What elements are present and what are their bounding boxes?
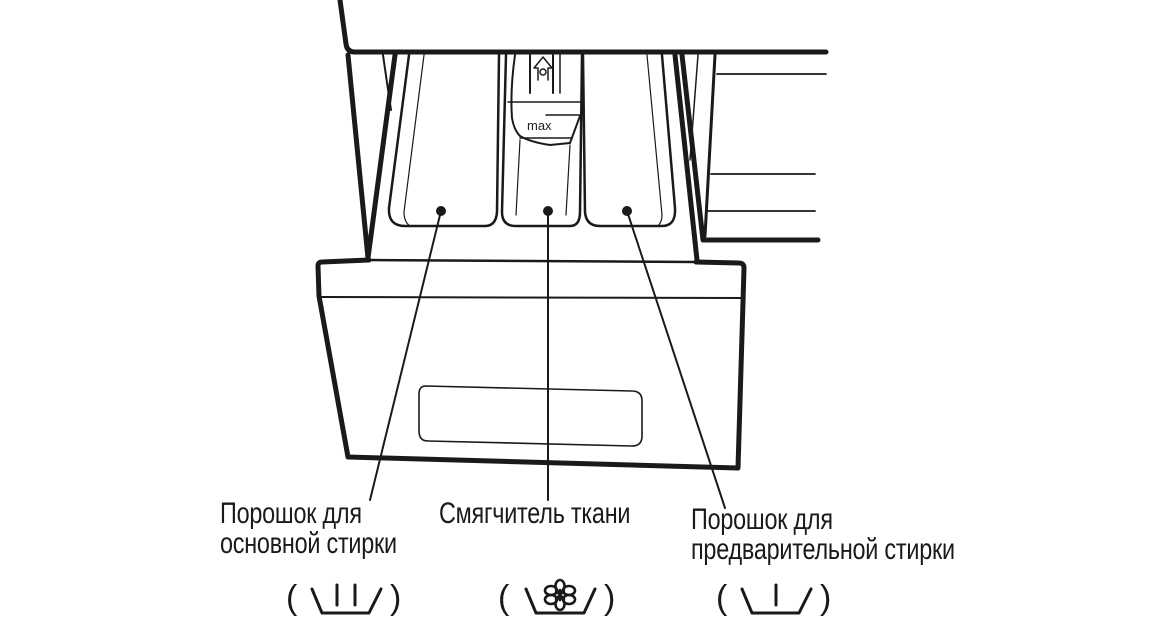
paren-open: ( [716, 579, 728, 616]
prewash-compartment [581, 53, 677, 228]
main-wash-label-line2: основной стирки [220, 527, 397, 560]
softener-label-line1: Смягчитель ткани [439, 497, 631, 530]
leader-lines [369, 210, 726, 509]
flower-icon [543, 578, 577, 612]
prewash-label: Порошок для предварительной стирки [691, 505, 955, 565]
paren-close: ) [390, 579, 401, 616]
main-wash-label-line1: Порошок для [220, 497, 362, 530]
main-wash-compartment [387, 53, 501, 228]
main-wash-label: Порошок для основной стирки [220, 499, 397, 559]
prewash-label-line2: предварительной стирки [691, 533, 955, 566]
softener-compartment [500, 53, 584, 228]
paren-close: ) [604, 579, 615, 616]
prewash-label-line1: Порошок для [691, 503, 833, 536]
paren-open: ( [498, 579, 510, 616]
drawer-front [315, 257, 747, 471]
softener-label: Смягчитель ткани [439, 499, 630, 529]
paren-close: ) [820, 579, 831, 616]
machine-right-side [672, 52, 827, 263]
softener-basin-icon: ( ) [498, 578, 615, 616]
prewash-basin-icon: ( ) [716, 579, 831, 616]
main-wash-basin-icon: ( ) [286, 579, 401, 616]
max-fill-marker: max [527, 118, 552, 133]
paren-open: ( [286, 579, 298, 616]
machine-body-outline [337, 0, 829, 261]
